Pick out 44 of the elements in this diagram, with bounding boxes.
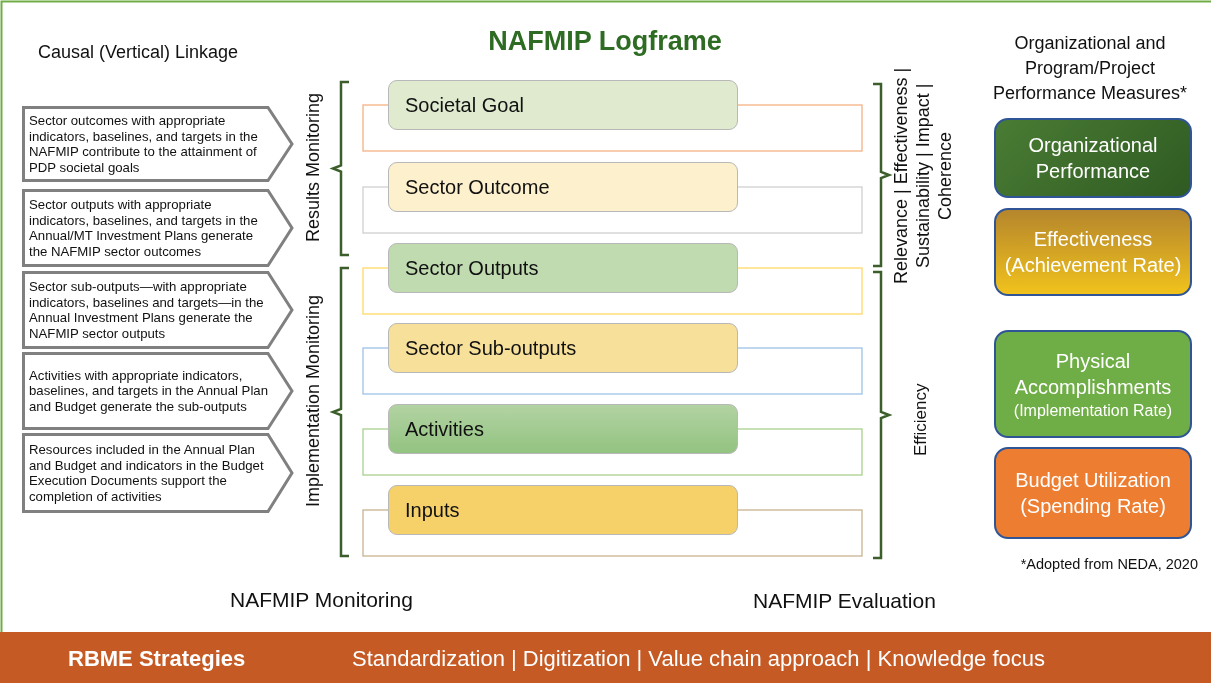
measure-label: Budget Utilization (Spending Rate) <box>1014 468 1172 519</box>
title: NAFMIP Logframe <box>487 26 723 57</box>
pentagon-panel <box>22 271 294 349</box>
bracket-label: Implementation Monitoring <box>302 293 324 510</box>
section-heading: Organizational and Program/Project Performance Measures* <box>991 32 1189 105</box>
strategy-list: Standardization | Digitization | Value chain approach | Knowledge focus <box>352 646 1046 672</box>
pentagon-panel <box>22 352 294 430</box>
measure-label: Physical Accomplishments <box>1013 348 1173 400</box>
description-text: Resources included in the Annual Plan and Budget and indicators in the Budget Execution Documents support the completion of activities <box>28 442 265 504</box>
box-label: Sector Outputs <box>405 256 539 280</box>
section-heading: Causal (Vertical) Linkage <box>38 42 240 63</box>
description-text: Sector outputs with appropriate indicators, baselines, and targets in the Annual/MT Investment Plans generate the NAFMIP sector outcomes <box>28 197 259 259</box>
pentagon-panel <box>22 106 294 182</box>
measure-box <box>994 208 1192 296</box>
description-text: Sector outcomes with appropriate indicators, baselines, and targets in the NAFMIP contribute to the attainment of PDP societal goals <box>28 113 259 175</box>
sub-output-box <box>388 323 738 373</box>
description-text: Activities with appropriate indicators, baselines, and targets in the Annual Plan and Budget generate the sub-outputs <box>28 367 269 415</box>
pentagon-panel <box>22 189 294 267</box>
measure-label: Effectiveness (Achievement Rate) <box>1003 227 1183 278</box>
measure-label: Organizational Performance <box>1027 133 1159 184</box>
input-box <box>388 485 738 535</box>
box-label: Sector Outcome <box>405 175 550 199</box>
bracket-label: Results Monitoring <box>302 91 324 244</box>
box-label: Societal Goal <box>405 93 524 117</box>
output-box <box>388 243 738 293</box>
box-label: Inputs <box>405 498 460 522</box>
strategy-band <box>0 632 1211 683</box>
outcome-box <box>388 162 738 212</box>
goal-box <box>388 80 738 130</box>
measure-box <box>994 447 1192 539</box>
measure-box <box>994 118 1192 198</box>
section-footer: NAFMIP Monitoring <box>230 588 413 612</box>
box-label: Sector Sub-outputs <box>405 336 577 360</box>
bracket-label: Efficiency <box>910 382 931 459</box>
pentagon-panel <box>22 433 294 513</box>
measure-subtitle: (Implementation Rate) <box>1013 400 1173 421</box>
measure-box <box>994 330 1192 438</box>
section-footer: NAFMIP Evaluation <box>753 589 936 613</box>
box-label: Activities <box>405 417 484 441</box>
footnote: *Adopted from NEDA, 2020 <box>1019 556 1198 572</box>
bracket-label: Relevance | Effectiveness | Sustainability | Impact | Coherence <box>890 66 956 287</box>
band-heading: RBME Strategies <box>68 646 246 672</box>
activity-box <box>388 404 738 454</box>
description-text: Sector sub-outputs—with appropriate indicators, baselines and targets—in the Annual Investment Plans generate the NAFMIP sector outputs <box>28 279 265 341</box>
